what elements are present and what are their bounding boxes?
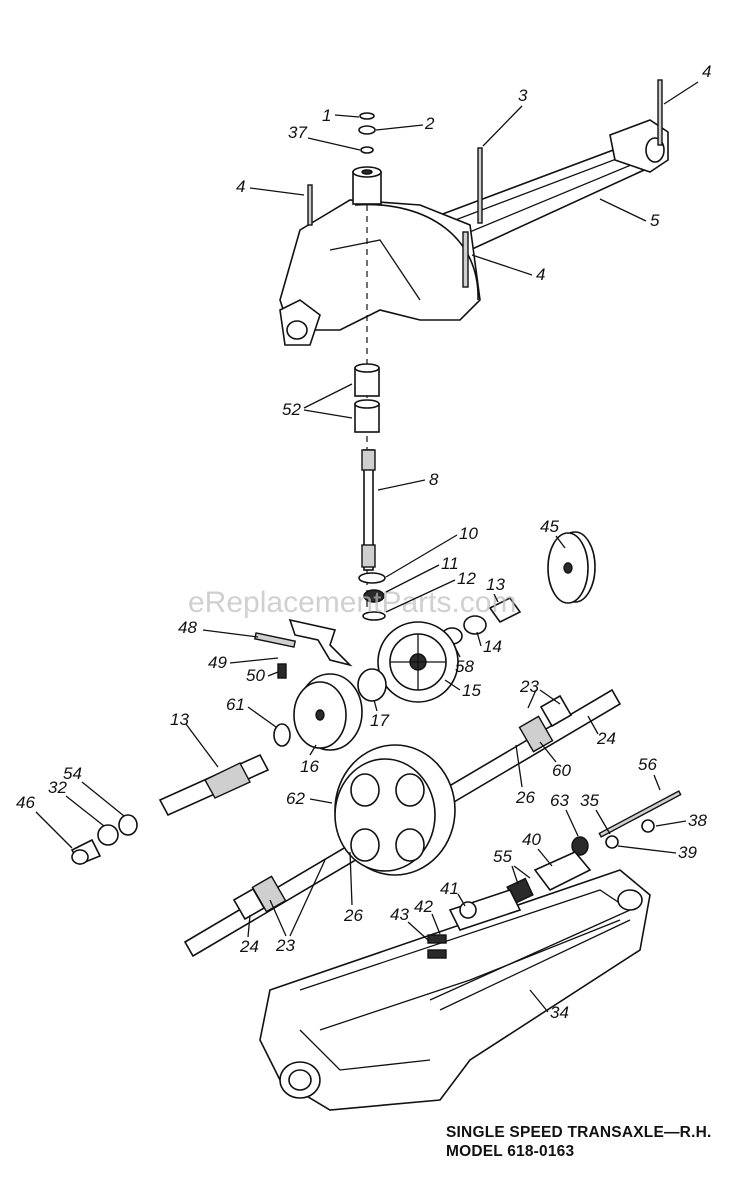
callout-14: 14 [483, 637, 502, 656]
callout-60: 60 [552, 761, 571, 780]
callout-34: 34 [550, 1003, 569, 1022]
diagram-caption-model: MODEL 618-0163 [446, 1143, 575, 1160]
callout-56: 56 [638, 755, 657, 774]
callout-26b: 26 [343, 906, 363, 925]
callout-43: 43 [390, 905, 409, 924]
vertical-shaft [361, 449, 376, 571]
callout-55: 55 [493, 847, 512, 866]
callout-13a: 13 [486, 575, 505, 594]
callout-39: 39 [678, 843, 697, 862]
callout-46: 46 [16, 793, 35, 812]
callout-32: 32 [48, 778, 67, 797]
callout-58: 58 [455, 657, 474, 676]
washers-upper [358, 572, 386, 621]
callout-4a: 4 [702, 62, 711, 81]
callout-13b: 13 [170, 710, 189, 729]
callout-5: 5 [650, 211, 660, 230]
callout-42: 42 [414, 897, 433, 916]
callout-10: 10 [459, 524, 478, 543]
callout-11: 11 [441, 554, 459, 573]
callout-41: 41 [440, 879, 459, 898]
pulley [547, 531, 596, 604]
callout-12: 12 [457, 569, 476, 588]
spur-gear-16 [293, 673, 363, 751]
callout-48: 48 [178, 618, 197, 637]
callout-4b: 4 [236, 177, 245, 196]
callout-23b: 23 [275, 936, 295, 955]
callouts: 1 2 37 3 4 4 5 4 52 8 10 45 11 12 13 14 … [16, 62, 711, 1022]
callout-49: 49 [208, 653, 227, 672]
bevel-gear [377, 621, 459, 703]
callout-2: 2 [424, 114, 435, 133]
callout-1: 1 [322, 106, 331, 125]
shift-fork [253, 618, 387, 702]
callout-35: 35 [580, 791, 599, 810]
callout-15: 15 [462, 681, 481, 700]
pin-and-washers [441, 596, 522, 645]
callout-3: 3 [518, 86, 528, 105]
callout-24a: 24 [596, 729, 616, 748]
callout-37: 37 [288, 123, 307, 142]
callout-8: 8 [429, 470, 439, 489]
callout-45: 45 [540, 517, 559, 536]
washers-left [70, 814, 138, 866]
callout-63: 63 [550, 791, 569, 810]
callout-52: 52 [282, 400, 301, 419]
callout-4c: 4 [536, 265, 545, 284]
callout-62: 62 [286, 789, 305, 808]
callout-23a: 23 [519, 677, 539, 696]
callout-24b: 24 [239, 937, 259, 956]
callout-61: 61 [226, 695, 245, 714]
diagram-caption-title: SINGLE SPEED TRANSAXLE—R.H. [446, 1124, 712, 1141]
callout-50: 50 [246, 666, 265, 685]
washer-61 [273, 723, 291, 747]
large-spur-gear [334, 744, 456, 876]
callout-26a: 26 [515, 788, 535, 807]
upper-housing-assembly [279, 79, 669, 346]
callout-38: 38 [688, 811, 707, 830]
watermark: eReplacementParts.com [188, 586, 516, 619]
bushings [354, 363, 380, 433]
input-shaft [158, 753, 270, 817]
callout-16: 16 [300, 757, 319, 776]
callout-40: 40 [522, 830, 541, 849]
callout-54: 54 [63, 764, 82, 783]
lower-housing [259, 869, 651, 1111]
callout-17: 17 [370, 711, 389, 730]
